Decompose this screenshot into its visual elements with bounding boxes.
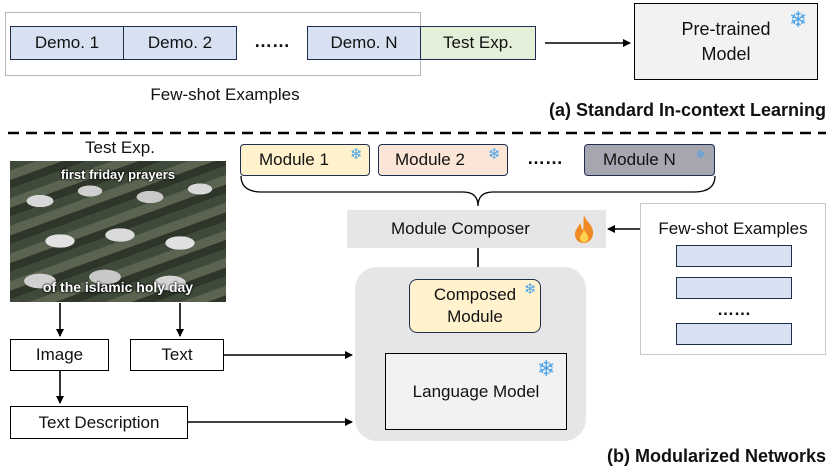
pretrained-model-label-2: Model: [701, 43, 751, 64]
snowflake-icon: ❄: [789, 7, 808, 32]
snowflake-icon: ❄: [524, 281, 537, 298]
module-label-2: Module 2: [395, 150, 465, 169]
few-shot-examples-label: Few-shot Examples: [150, 85, 300, 104]
snowflake-icon: ❄: [488, 146, 501, 163]
pretrained-model-label-1: Pre-trained: [681, 19, 771, 40]
composed-module-label-1: Composed: [433, 284, 517, 304]
module-label-n: Module N: [603, 150, 676, 169]
few-shot-example-bar: [676, 245, 792, 267]
flame-icon: [572, 214, 596, 244]
snowflake-icon: ❄: [696, 149, 706, 161]
module-box-n: Module N: [584, 144, 715, 176]
composed-module-box: Composed Module: [409, 279, 541, 333]
module-label-1: Module 1: [259, 150, 329, 169]
few-shot-panel-title: Few-shot Examples: [658, 219, 808, 238]
image-label: Image: [35, 345, 84, 364]
meme-top-text: first friday prayers: [60, 166, 176, 182]
test-example-photo: first friday prayers of the islamic holy…: [10, 161, 226, 302]
modules-ellipsis: ……: [527, 147, 563, 168]
test-example-title: Test Exp.: [85, 138, 155, 157]
snowflake-icon: ❄: [537, 356, 556, 381]
snowflake-icon: ❄: [350, 146, 363, 163]
text-description-label: Text Description: [38, 412, 160, 432]
demo-box-1: Demo. 1: [10, 26, 124, 60]
demo-label-1: Demo. 1: [34, 33, 100, 52]
text-description-box: Text Description: [10, 406, 188, 439]
demo-box-n: Demo. N: [307, 26, 421, 60]
demo-ellipsis: ……: [254, 30, 290, 51]
pretrained-model-box: Pre-trained Model: [634, 3, 818, 80]
image-box: Image: [10, 339, 109, 371]
test-example-box: Test Exp.: [420, 26, 536, 60]
meme-bottom-text: of the islamic holy day: [42, 279, 194, 295]
test-example-label: Test Exp.: [443, 33, 513, 52]
language-model-box: Language Model: [385, 353, 567, 430]
few-shot-example-bar: [676, 277, 792, 299]
modules-brace: [240, 175, 716, 207]
module-composer-box: Module Composer: [347, 210, 606, 248]
module-box-2: Module 2: [378, 144, 508, 176]
demo-label-n: Demo. N: [330, 33, 398, 52]
caption-b: (b) Modularized Networks: [606, 446, 826, 466]
demo-label-2: Demo. 2: [147, 33, 213, 52]
caption-a: (a) Standard In-context Learning: [548, 100, 826, 120]
demo-box-2: Demo. 2: [123, 26, 237, 60]
module-composer-label: Module Composer: [391, 219, 530, 238]
few-shot-ellipsis: ……: [717, 300, 751, 319]
text-box: Text: [130, 339, 224, 371]
composed-module-label-2: Module: [447, 307, 503, 326]
text-label: Text: [161, 345, 193, 364]
language-model-label: Language Model: [412, 381, 540, 401]
module-box-1: Module 1: [240, 144, 370, 176]
few-shot-example-bar: [676, 323, 792, 345]
